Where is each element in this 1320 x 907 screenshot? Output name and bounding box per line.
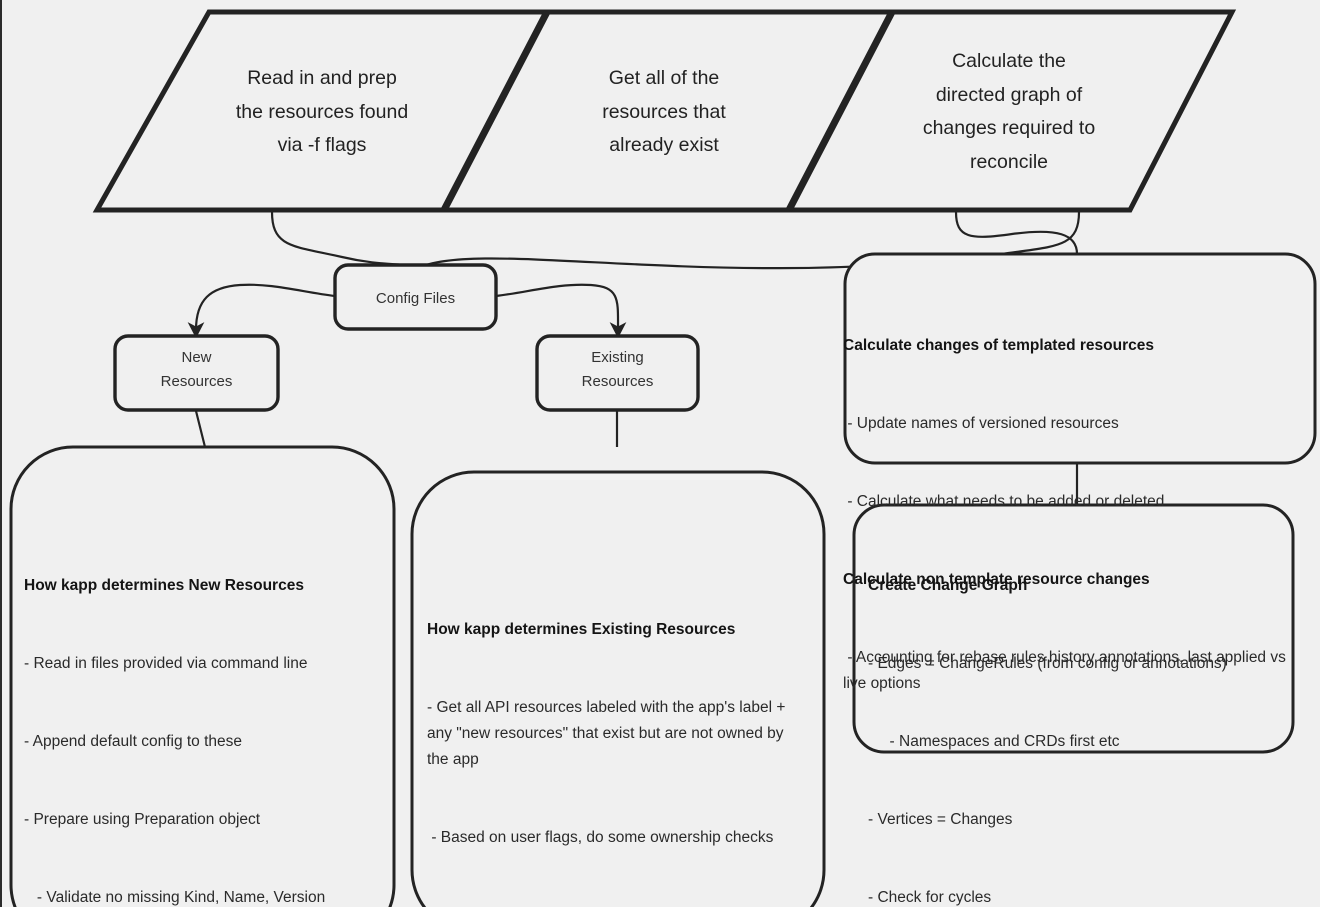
node-label-new-resources: New Resources bbox=[160, 349, 233, 391]
connector-stage3-to-templated bbox=[954, 211, 1079, 255]
detail-line: - Edges = ChangeRules (from config or an… bbox=[868, 655, 1227, 673]
detail-line: - Prepare using Preparation object bbox=[24, 811, 261, 829]
detail-line: - Get all API resources labeled with the… bbox=[427, 699, 790, 769]
detail-box-templated-changes bbox=[843, 252, 1317, 465]
detail-box-new-resources bbox=[9, 445, 396, 907]
detail-heading-non-template-changes: Calculate non template resource changes bbox=[843, 571, 1150, 589]
connector-config-to-existing bbox=[495, 283, 627, 339]
detail-line: - Accounting for rebase rules history an… bbox=[843, 649, 1291, 693]
connector-new-to-detail bbox=[194, 410, 207, 448]
stage-label-calc-graph: Calculate the directed graph of changes … bbox=[922, 50, 1096, 173]
node-existing-resources bbox=[535, 334, 700, 412]
node-label-config-files: Config Files bbox=[375, 290, 456, 307]
detail-line: - Vertices = Changes bbox=[868, 811, 1013, 829]
stage-label-read-prep: Read in and prep the resources found via… bbox=[235, 67, 409, 157]
detail-line: - Read in files provided via command lin… bbox=[24, 655, 308, 673]
node-config-files bbox=[333, 263, 498, 331]
detail-box-existing-resources bbox=[410, 470, 826, 907]
detail-heading-templated-changes: Calculate changes of templated resources bbox=[843, 337, 1154, 355]
detail-line: - Based on user flags, do some ownership… bbox=[427, 829, 774, 847]
stage-label-get-existing: Get all of the resources that already ex… bbox=[602, 67, 726, 157]
connector-stage2-to-config bbox=[417, 211, 1081, 270]
detail-heading-change-graph: Create Change Graph bbox=[868, 577, 1028, 595]
detail-heading-existing-resources: How kapp determines Existing Resources bbox=[427, 621, 736, 639]
stage-divider-1 bbox=[785, 10, 896, 212]
detail-heading-new-resources: How kapp determines New Resources bbox=[24, 577, 304, 595]
node-label-existing-resources: Existing Resources bbox=[581, 349, 654, 391]
detail-text-existing-resources: How kapp determines Existing Resources -… bbox=[427, 565, 802, 907]
detail-line: - Calculate what needs to be added or de… bbox=[843, 493, 1165, 511]
stage-divider-2 bbox=[440, 10, 551, 212]
detail-line: - Update names of versioned resources bbox=[843, 415, 1119, 433]
node-new-resources bbox=[113, 334, 280, 412]
detail-text-change-graph: Create Change Graph - Edges = ChangeRule… bbox=[868, 521, 1273, 907]
connector-stage1-to-config bbox=[270, 211, 416, 269]
detail-line: - Validate no missing Kind, Name, Versio… bbox=[24, 889, 326, 907]
detail-text-new-resources: How kapp determines New Resources - Read… bbox=[24, 521, 376, 907]
detail-line: - Check for cycles bbox=[868, 889, 992, 907]
detail-line: - Append default config to these bbox=[24, 733, 243, 751]
connector-config-to-new bbox=[187, 283, 336, 339]
detail-line: - Namespaces and CRDs first etc bbox=[868, 733, 1120, 751]
detail-box-change-graph bbox=[852, 503, 1295, 754]
detail-line: - If user wants to patch (don't delete a… bbox=[427, 903, 802, 907]
detail-text-templated-changes: Calculate changes of templated resources… bbox=[843, 281, 1295, 750]
